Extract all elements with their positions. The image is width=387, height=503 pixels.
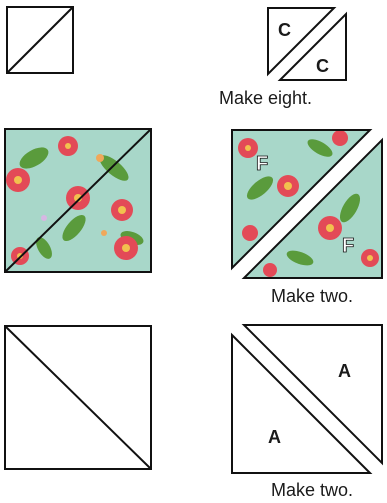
row1-label-c-bottom: C (316, 56, 329, 76)
row3-label-a-bottom: A (268, 427, 281, 447)
row2-caption: Make two. (271, 286, 353, 307)
row2-label-f-top: F (256, 153, 268, 175)
row2-fabric-square (4, 128, 152, 273)
row1-plain-half-square (6, 6, 74, 74)
row3-split-unit-a: A A (230, 323, 384, 475)
row2-split-unit-f: F F (230, 128, 384, 280)
row3-caption: Make two. (271, 480, 353, 501)
row1-split-unit-c: C C (266, 6, 348, 82)
row2-label-f-bottom: F (342, 235, 354, 257)
row1-caption: Make eight. (219, 88, 312, 109)
row3-plain-square (4, 325, 152, 470)
row3-label-a-top: A (338, 361, 351, 381)
row1-label-c-top: C (278, 20, 291, 40)
